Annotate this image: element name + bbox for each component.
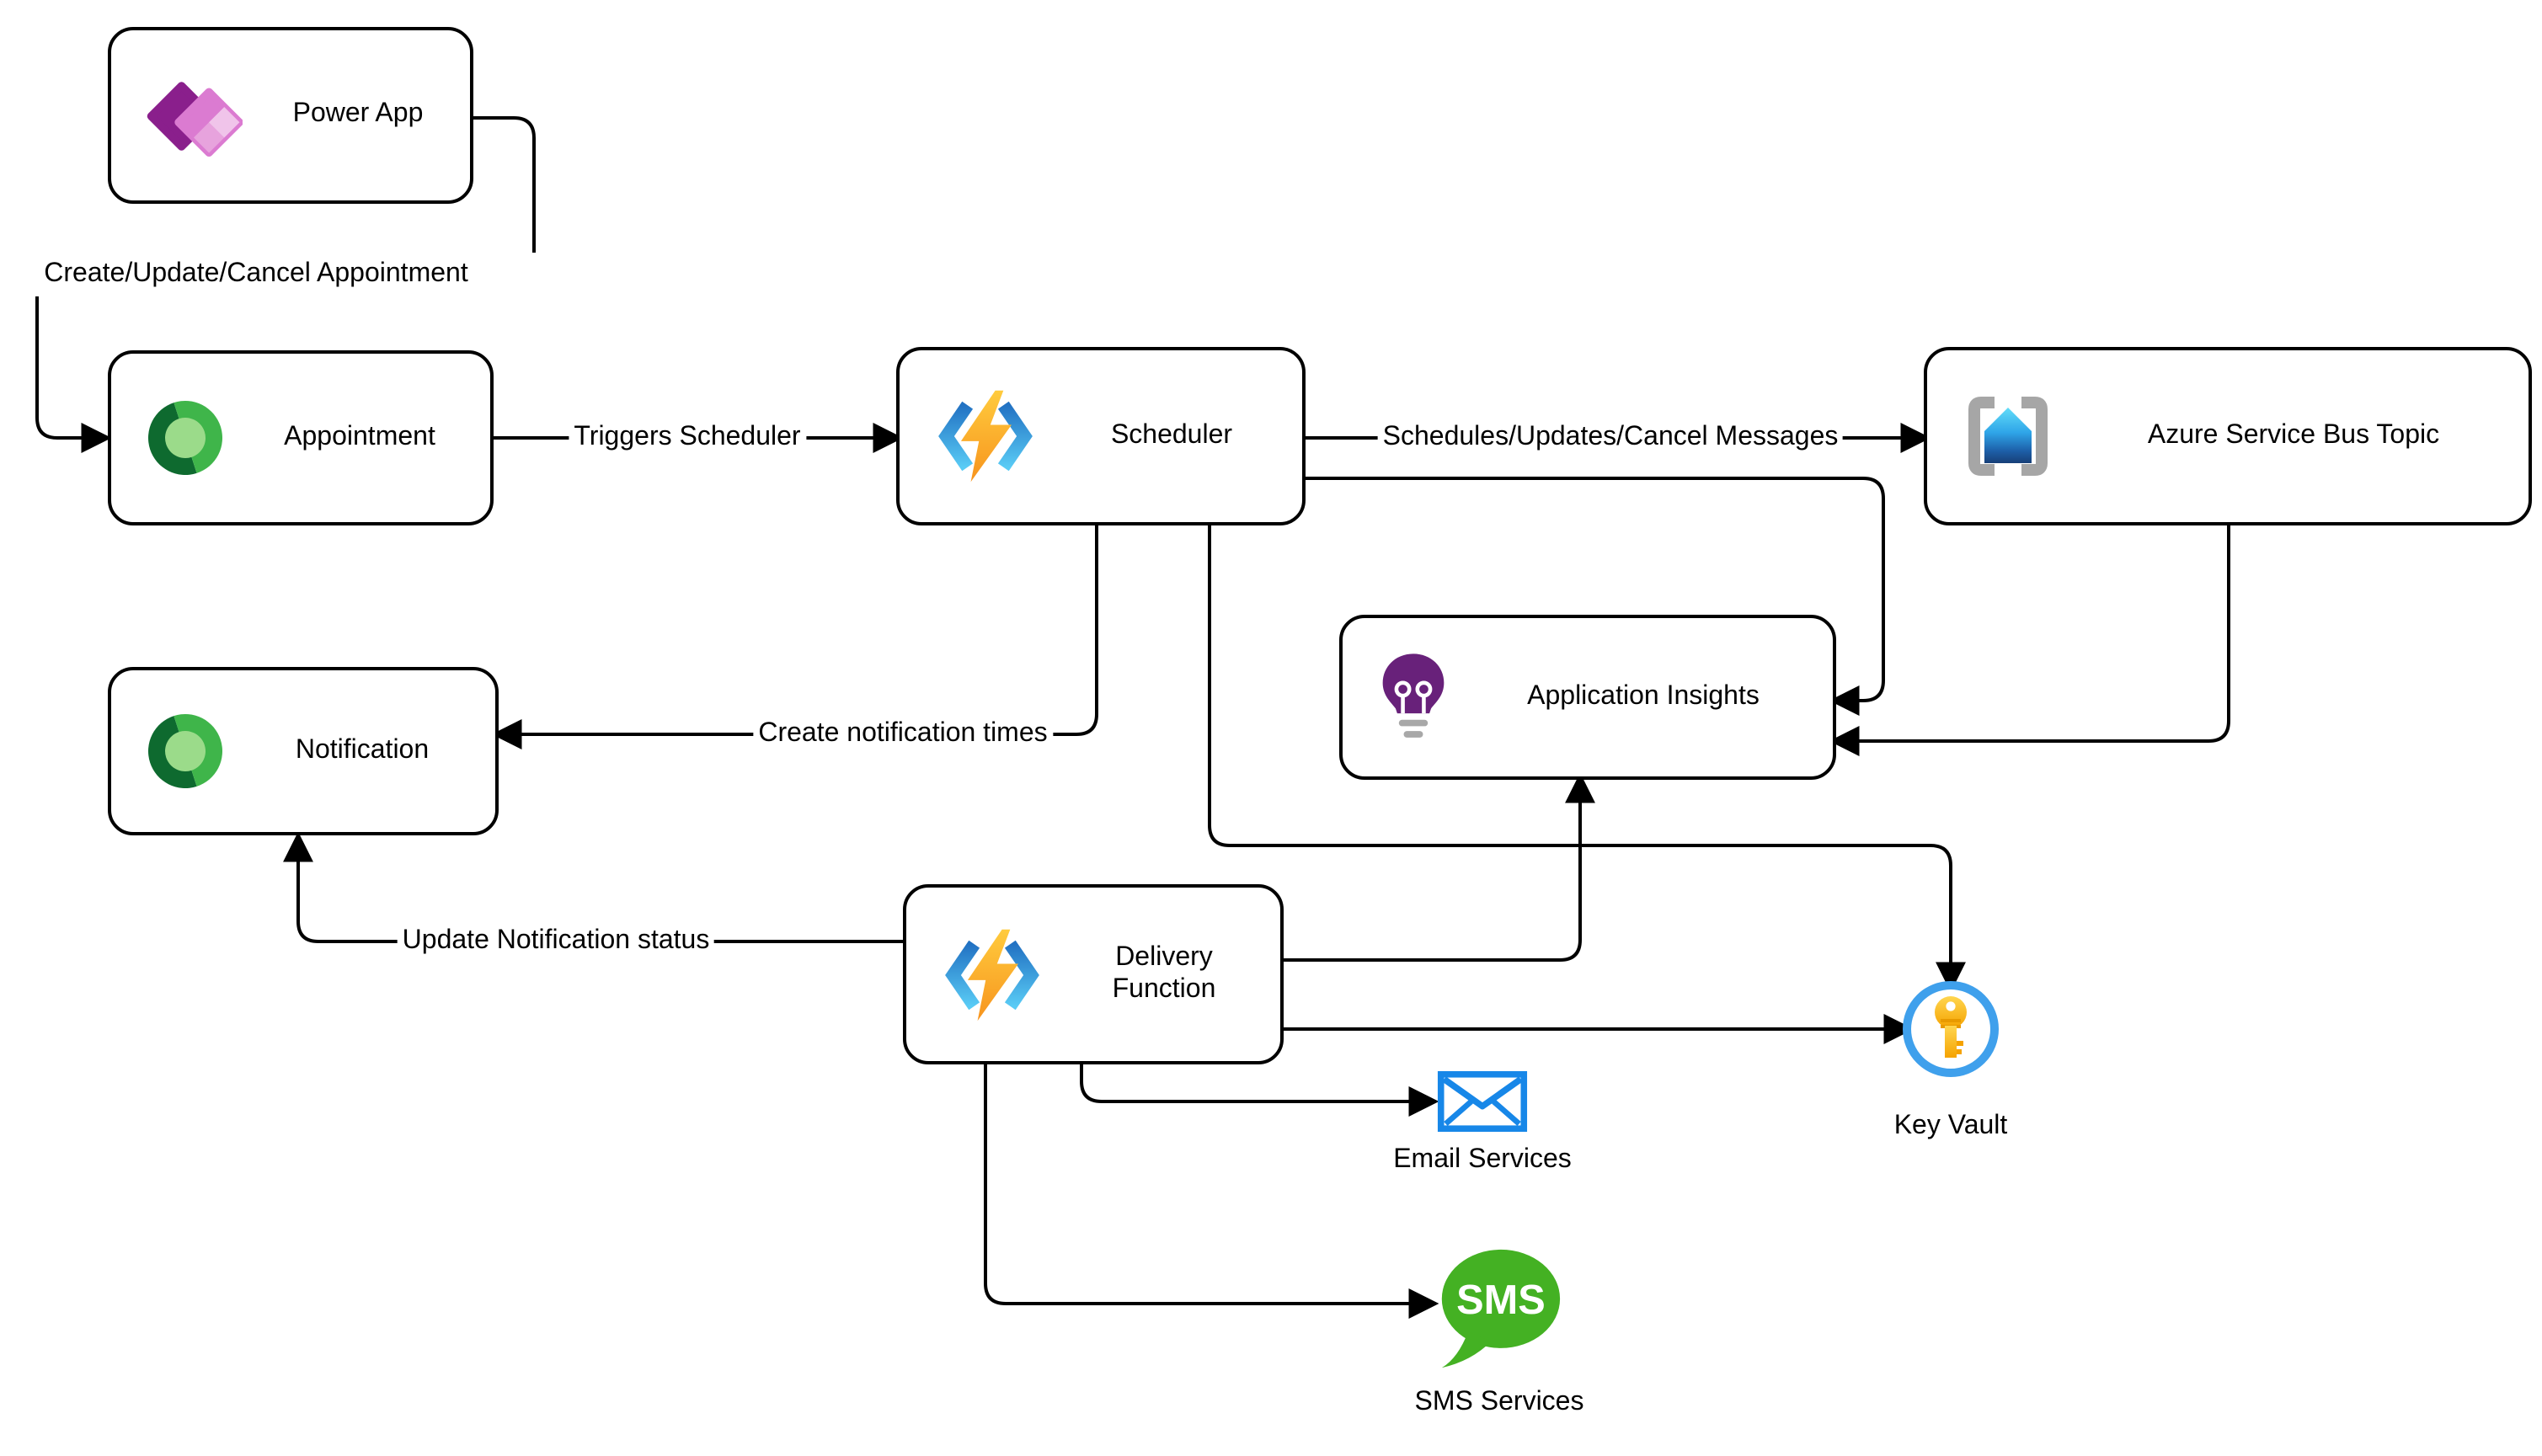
service-bus-icon	[1968, 397, 2048, 476]
azure-functions-icon	[945, 928, 1039, 1021]
edge-power-app-to-appointment-a	[473, 116, 536, 253]
edge-delivery-to-app-insights	[1284, 772, 1595, 962]
node-label: Notification	[295, 735, 430, 765]
email-icon	[1437, 1071, 1528, 1132]
node-notification: Notification	[108, 667, 499, 835]
edge-scheduler-to-notification	[491, 525, 1098, 749]
dataverse-icon	[148, 714, 222, 788]
node-application-insights: Application Insights	[1339, 615, 1836, 780]
application-insights-icon	[1382, 653, 1445, 738]
edge-service-bus-to-app-insights	[1829, 525, 2230, 756]
node-label: Application Insights	[1527, 681, 1760, 711]
dataverse-icon	[148, 401, 222, 475]
edge-scheduler-to-app-insights	[1306, 477, 1885, 716]
node-label: Delivery Function	[1112, 943, 1216, 1003]
node-label: Appointment	[284, 422, 435, 451]
edge-power-app-to-appointment-b	[35, 296, 112, 453]
edge-delivery-to-notification	[283, 831, 903, 943]
node-label: Azure Service Bus Topic	[2147, 420, 2440, 450]
email-services-label: Email Services	[1393, 1145, 1572, 1174]
sms-services-label: SMS Services	[1414, 1388, 1584, 1416]
azure-functions-icon	[938, 390, 1033, 483]
sms-bubble-text: SMS	[1456, 1277, 1546, 1323]
node-scheduler: Scheduler	[896, 347, 1306, 525]
edge-label-create-notification-times: Create notification times	[753, 719, 1053, 749]
edge-label-update-notification-status: Update Notification status	[397, 926, 715, 957]
node-delivery-function: Delivery Function	[903, 884, 1284, 1064]
power-apps-icon	[147, 81, 243, 157]
edge-label-create-update-cancel: Create/Update/Cancel Appointment	[44, 259, 468, 288]
edge-delivery-to-sms	[984, 1064, 1439, 1319]
node-label: Power App	[292, 99, 424, 129]
key-vault-label: Key Vault	[1893, 1112, 2008, 1140]
node-service-bus: Azure Service Bus Topic	[1924, 347, 2532, 525]
key-vault-icon	[1903, 981, 1999, 1077]
node-power-app: Power App	[108, 27, 473, 204]
edge-label-triggers-scheduler: Triggers Scheduler	[569, 423, 806, 453]
node-label: Scheduler	[1110, 420, 1233, 450]
edge-delivery-to-email	[1080, 1064, 1439, 1117]
sms-icon: SMS	[1441, 1249, 1561, 1368]
node-appointment: Appointment	[108, 350, 494, 525]
edge-label-schedules-messages: Schedules/Updates/Cancel Messages	[1377, 423, 1844, 453]
